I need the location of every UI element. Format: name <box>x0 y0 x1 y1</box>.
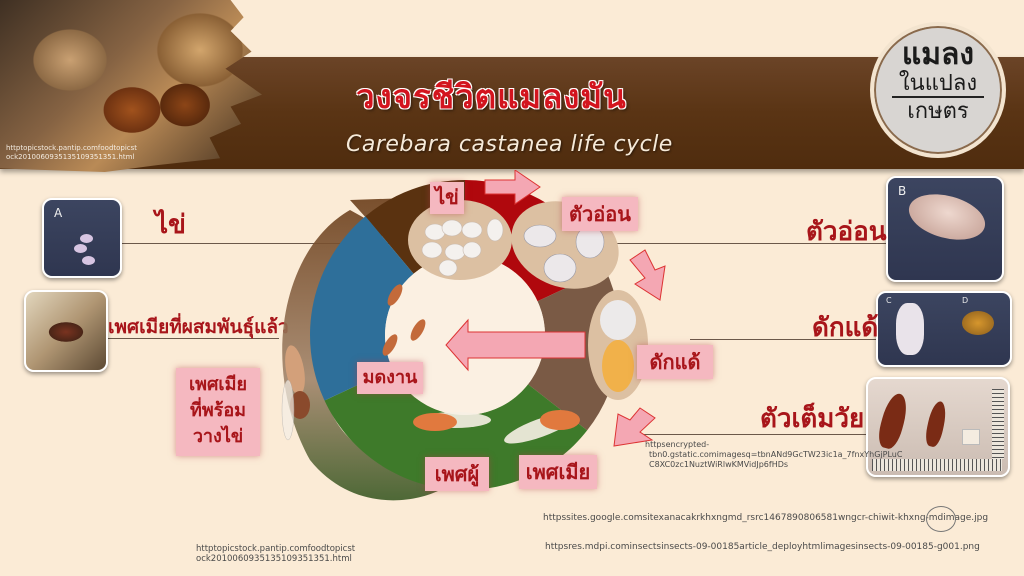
cycle-label-pupa: ดักแด้ <box>637 345 713 379</box>
worker-ants <box>382 284 426 356</box>
photo-letter-c: C <box>886 296 892 305</box>
cycle-label-larva: ตัวอ่อน <box>562 197 638 231</box>
arrow-larva-to-pupa <box>629 249 666 301</box>
arrow-egg-to-larva <box>484 170 541 205</box>
larva-shape <box>903 186 991 248</box>
connector-line-mated-female <box>104 338 279 339</box>
connector-line-pupa <box>690 339 876 340</box>
credit-adult-line-1: httpsencrypted- <box>645 440 710 449</box>
page-title-thai: วงจรชีวิตแมลงมัน <box>356 77 627 116</box>
queen-ant <box>281 345 310 441</box>
arrow-pupa-to-adult <box>613 407 656 447</box>
highlight-circle <box>926 506 956 532</box>
ring-segment-worker <box>310 216 414 401</box>
credit-adult-photo: httpsencrypted- tbn0.gstatic.comimagesq=… <box>645 440 902 470</box>
arrow-pupa-to-worker <box>445 318 586 372</box>
photo-letter-a: A <box>54 206 63 220</box>
photo-letter-b: B <box>898 184 907 198</box>
credit-pantip-line-1: httptopicstock.pantip.comfoodtopicst <box>196 544 356 554</box>
side-label-adult: ตัวเต็มวัย <box>760 404 865 434</box>
side-label-pupa: ดักแด้ <box>812 313 879 343</box>
cycle-label-ready-female: เพศเมีย ที่พร้อม วางไข่ <box>176 368 260 456</box>
egg-dot <box>80 234 93 243</box>
adult-photo <box>866 377 1010 477</box>
larva-photo: B <box>886 176 1004 282</box>
egg-cluster <box>421 218 504 277</box>
side-label-egg: ไข่ <box>155 210 186 240</box>
logo-line-3: เกษตร <box>907 99 969 124</box>
alate-ants <box>413 410 580 444</box>
ruler-vertical <box>992 389 1004 459</box>
larva-cluster <box>523 224 605 283</box>
page-title-english: Carebara castanea life cycle <box>346 132 673 157</box>
header-photo-credit: httptopicstock.pantip.comfoodtopicst ock… <box>6 144 166 162</box>
photo-letter-d: D <box>962 296 969 305</box>
connector-line-larva <box>600 243 886 244</box>
photo-credit-line-1: httptopicstock.pantip.comfoodtopicst <box>6 144 138 152</box>
logo-line-1: แมลง <box>901 37 975 72</box>
pupa-brown-shape <box>962 311 994 335</box>
ready-female-line-3: วางไข่ <box>192 426 244 447</box>
pupa-photo: C D <box>876 291 1012 367</box>
pupa-white <box>600 300 636 340</box>
photo-credit-line-2: ock2010060935135109351351.html <box>6 153 135 161</box>
credit-google-sites: httpssites.google.comsitexanacakrkhxngmd… <box>543 513 989 523</box>
connector-line-adult <box>640 434 866 435</box>
credit-pantip-line-2: ock2010060935135109351351.html <box>196 554 352 564</box>
cycle-label-male: เพศผู้ <box>425 457 489 491</box>
egg-dot <box>82 256 95 265</box>
ready-female-line-1: เพศเมีย <box>188 374 247 395</box>
side-label-larva: ตัวอ่อน <box>806 217 887 247</box>
side-label-mated-female: เพศเมียที่ผสมพันธุ์แล้ว <box>108 316 289 338</box>
credit-pantip: httptopicstock.pantip.comfoodtopicst ock… <box>196 544 355 564</box>
logo-badge: แมลง ในแปลง เกษตร <box>870 22 1006 158</box>
credit-mdpi: httpsres.mdpi.cominsectsinsects-09-00185… <box>545 542 980 552</box>
credit-adult-line-3: C8XC0zc1NuztWiRlwKMVidJp6fHDs <box>649 460 789 469</box>
adult-ant-shape <box>923 399 949 449</box>
cycle-label-female: เพศเมีย <box>519 455 597 489</box>
cycle-label-worker: มดงาน <box>357 362 423 394</box>
egg-photo: A <box>42 198 122 278</box>
pupa-orange <box>602 340 634 392</box>
pupa-white-shape <box>896 303 924 355</box>
ready-female-line-2: ที่พร้อม <box>189 400 247 421</box>
egg-pod <box>408 200 512 280</box>
mated-female-photo <box>24 290 108 372</box>
credit-adult-line-2: tbn0.gstatic.comimagesq=tbnANd9GcTW23ic1… <box>649 450 903 459</box>
egg-dot <box>74 244 87 253</box>
scale-marker <box>962 429 980 445</box>
cycle-label-egg: ไข่ <box>430 182 464 214</box>
ruler-horizontal <box>872 459 1002 471</box>
logo-line-2: ในแปลง <box>892 72 984 98</box>
outer-return-arrow <box>282 198 440 501</box>
connector-line-egg <box>118 243 418 244</box>
